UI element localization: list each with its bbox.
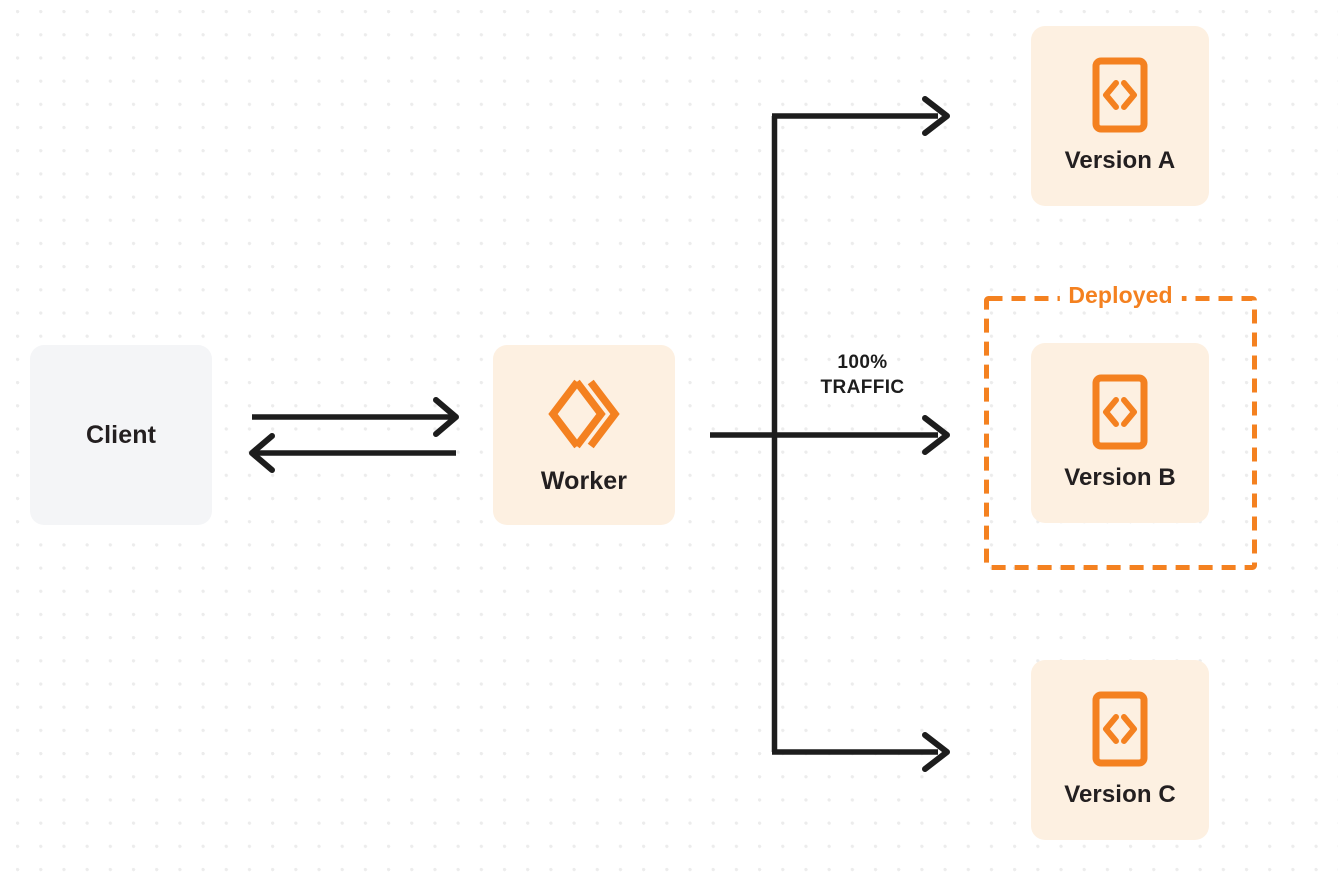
deployed-dashed-border xyxy=(984,296,1257,570)
traffic-label: 100% TRAFFIC xyxy=(790,350,935,401)
version-b-node[interactable]: Version B xyxy=(1031,343,1209,523)
arrow-worker-to-version-a xyxy=(772,96,950,136)
worker-label: Worker xyxy=(540,466,628,495)
version-c-node[interactable]: Version C xyxy=(1031,660,1209,840)
deployed-label: Deployed xyxy=(1059,281,1182,309)
code-file-icon xyxy=(1091,374,1149,450)
version-a-label: Version A xyxy=(1064,147,1176,174)
traffic-percent: 100% xyxy=(837,352,888,373)
arrow-worker-to-version-b xyxy=(710,415,950,455)
cloudflare-workers-logo-icon xyxy=(545,375,623,453)
worker-node[interactable]: Worker xyxy=(493,345,675,525)
code-file-icon xyxy=(1091,691,1149,767)
deployed-group: Deployed xyxy=(984,281,1257,570)
arrow-client-to-worker xyxy=(252,397,459,437)
code-file-icon xyxy=(1091,57,1149,133)
arrow-worker-to-client xyxy=(249,433,456,473)
version-b-label: Version B xyxy=(1064,464,1176,491)
arrow-worker-to-version-c xyxy=(772,732,950,772)
client-label: Client xyxy=(85,420,157,449)
version-a-node[interactable]: Version A xyxy=(1031,26,1209,206)
client-node[interactable]: Client xyxy=(30,345,212,525)
traffic-caption: TRAFFIC xyxy=(820,377,905,399)
version-c-label: Version C xyxy=(1064,781,1176,808)
